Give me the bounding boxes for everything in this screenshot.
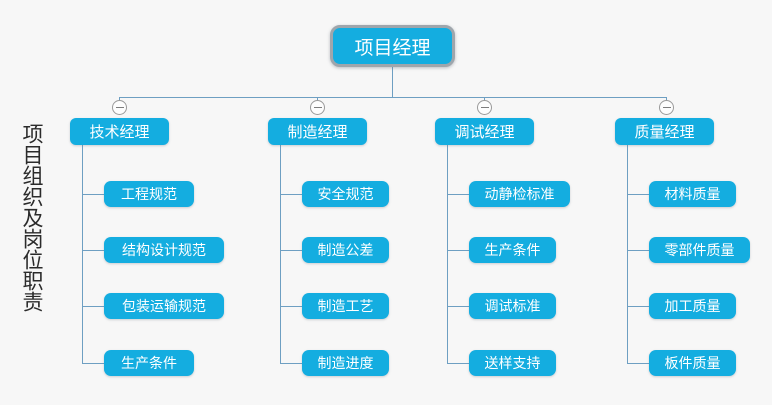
node-leaf-3-3[interactable]: 调试标准 xyxy=(469,293,556,319)
node-leaf-1-2[interactable]: 结构设计规范 xyxy=(104,237,224,263)
collapse-minus-icon-branch-1[interactable] xyxy=(112,100,127,115)
node-leaf-2-3[interactable]: 制造工艺 xyxy=(302,293,389,319)
connector-branch-4-spine xyxy=(627,145,628,363)
node-leaf-3-4[interactable]: 送样支持 xyxy=(469,350,556,376)
node-branch-quality-manager[interactable]: 质量经理 xyxy=(615,118,714,145)
connector-branch-1-stub-3 xyxy=(82,306,104,307)
connector-branch-3-spine xyxy=(447,145,448,363)
connector-branch-4-stub-2 xyxy=(627,250,649,251)
connector-branch-2-spine xyxy=(280,145,281,363)
connector-branch-3-stub-2 xyxy=(447,250,469,251)
node-leaf-2-1[interactable]: 安全规范 xyxy=(302,181,389,207)
connector-branch-2-stub-3 xyxy=(280,306,302,307)
chart-side-title: 项目组织及岗位职责 xyxy=(20,122,44,312)
node-branch-technical-manager[interactable]: 技术经理 xyxy=(70,118,169,145)
connector-branch-2-stub-2 xyxy=(280,250,302,251)
node-branch-commissioning-manager[interactable]: 调试经理 xyxy=(435,118,534,145)
connector-branch-2-stub-1 xyxy=(280,194,302,195)
connector-branch-2-stub-4 xyxy=(280,363,302,364)
collapse-minus-icon-branch-4[interactable] xyxy=(659,100,674,115)
connector-branch-4-stub-1 xyxy=(627,194,649,195)
collapse-minus-icon-branch-3[interactable] xyxy=(477,100,492,115)
connector-branch-1-stub-4 xyxy=(82,363,104,364)
connector-branch-4-stub-4 xyxy=(627,363,649,364)
collapse-minus-icon-branch-2[interactable] xyxy=(310,100,325,115)
node-branch-manufacturing-manager[interactable]: 制造经理 xyxy=(268,118,367,145)
connector-root-stem xyxy=(392,67,393,97)
node-leaf-3-2[interactable]: 生产条件 xyxy=(469,237,556,263)
node-leaf-4-3[interactable]: 加工质量 xyxy=(649,293,736,319)
node-leaf-3-1[interactable]: 动静检标准 xyxy=(469,181,570,207)
connector-branch-1-spine xyxy=(82,145,83,363)
connector-branch-3-stub-4 xyxy=(447,363,469,364)
connector-branch-4-stub-3 xyxy=(627,306,649,307)
node-leaf-2-2[interactable]: 制造公差 xyxy=(302,237,389,263)
connector-branch-3-stub-3 xyxy=(447,306,469,307)
node-leaf-2-4[interactable]: 制造进度 xyxy=(302,350,389,376)
node-leaf-1-4[interactable]: 生产条件 xyxy=(104,350,194,376)
connector-branch-3-stub-1 xyxy=(447,194,469,195)
node-root-project-manager[interactable]: 项目经理 xyxy=(330,25,455,67)
connector-trunk xyxy=(119,97,667,98)
node-leaf-4-2[interactable]: 零部件质量 xyxy=(649,237,750,263)
node-leaf-1-3[interactable]: 包装运输规范 xyxy=(104,293,224,319)
node-leaf-4-4[interactable]: 板件质量 xyxy=(649,350,736,376)
node-leaf-4-1[interactable]: 材料质量 xyxy=(649,181,736,207)
node-leaf-1-1[interactable]: 工程规范 xyxy=(104,181,194,207)
connector-branch-1-stub-2 xyxy=(82,250,104,251)
connector-branch-1-stub-1 xyxy=(82,194,104,195)
